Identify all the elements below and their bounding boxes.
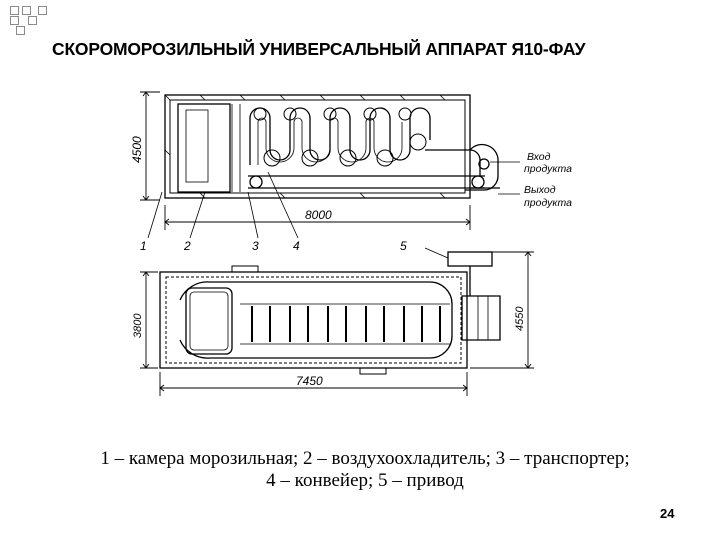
dim-height-top: 4500 bbox=[130, 136, 144, 163]
caption-line-2: 4 – конвейер; 5 – привод bbox=[266, 470, 464, 491]
figure-caption: 1 – камера морозильная; 2 – воздухоохлад… bbox=[40, 448, 690, 492]
callout-3: 3 bbox=[252, 239, 259, 253]
decorative-bullets bbox=[8, 4, 56, 35]
technical-drawing: 4500 8000 Вход продукта Выход продукта 1… bbox=[130, 91, 572, 396]
side-view bbox=[140, 91, 520, 259]
slide-title: СКОРОМОРОЗИЛЬНЫЙ УНИВЕРСАЛЬНЫЙ АППАРАТ Я… bbox=[52, 39, 586, 59]
dim-height-plan-right: 4550 bbox=[514, 306, 526, 331]
page-number: 24 bbox=[660, 506, 675, 521]
callout-4: 4 bbox=[293, 239, 300, 253]
plan-view bbox=[140, 251, 534, 396]
label-outlet-2: продукта bbox=[524, 197, 572, 209]
label-outlet-1: Выход bbox=[524, 184, 556, 196]
label-inlet-2: продукта bbox=[524, 163, 572, 175]
label-inlet-1: Вход bbox=[527, 151, 551, 163]
dim-length-plan: 7450 bbox=[296, 374, 323, 388]
caption-line-1: 1 – камера морозильная; 2 – воздухоохлад… bbox=[100, 448, 630, 469]
callout-1: 1 bbox=[140, 239, 147, 253]
dim-height-plan-left: 3800 bbox=[132, 313, 144, 338]
callout-5: 5 bbox=[400, 239, 407, 253]
callout-2: 2 bbox=[183, 239, 191, 253]
dim-length-top: 8000 bbox=[305, 208, 332, 222]
